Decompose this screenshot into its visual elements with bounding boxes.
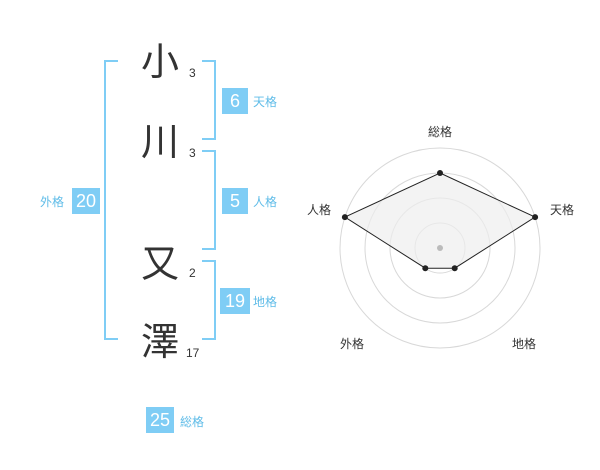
radar-point-0 [437,170,443,176]
tenkaku-bracket [202,60,216,140]
soukaku-value: 25 [146,407,174,433]
jinkaku-bracket [202,150,216,250]
gaikaku-value: 20 [72,188,100,214]
radar-label-tenkaku: 天格 [550,203,575,217]
tenkaku-value: 6 [222,88,248,114]
radar-point-4 [341,214,348,221]
radar-ring [339,147,541,349]
stroke-count-4: 17 [186,346,200,360]
radar-center [437,245,443,251]
name-char-2: 川 [140,120,179,164]
name-char-4: 澤 [140,320,179,364]
radar-point-3 [422,265,429,272]
radar-label-chikaku: 地格 [512,337,537,351]
radar-label-gaikaku: 外格 [340,337,365,351]
jinkaku-label: 人格 [253,195,278,209]
name-char-3: 又 [140,242,179,286]
name-char-1: 小 [140,40,179,84]
stroke-count-1: 3 [189,66,196,80]
chikaku-value: 19 [220,288,250,314]
stroke-count-3: 2 [189,266,196,280]
soukaku-label: 総格 [180,415,205,429]
chikaku-label: 地格 [253,295,278,309]
radar-label-jinkaku: 人格 [307,203,332,217]
gaikaku-bracket [104,60,118,340]
radar-polygon [343,172,537,269]
radar-point-2 [451,265,458,272]
gaikaku-label: 外格 [40,195,65,209]
radar-point-1 [532,214,539,221]
chikaku-bracket [202,260,216,340]
jinkaku-value: 5 [222,188,248,214]
stroke-count-2: 3 [189,146,196,160]
radar-label-soukaku: 総格 [428,125,453,139]
tenkaku-label: 天格 [253,95,278,109]
